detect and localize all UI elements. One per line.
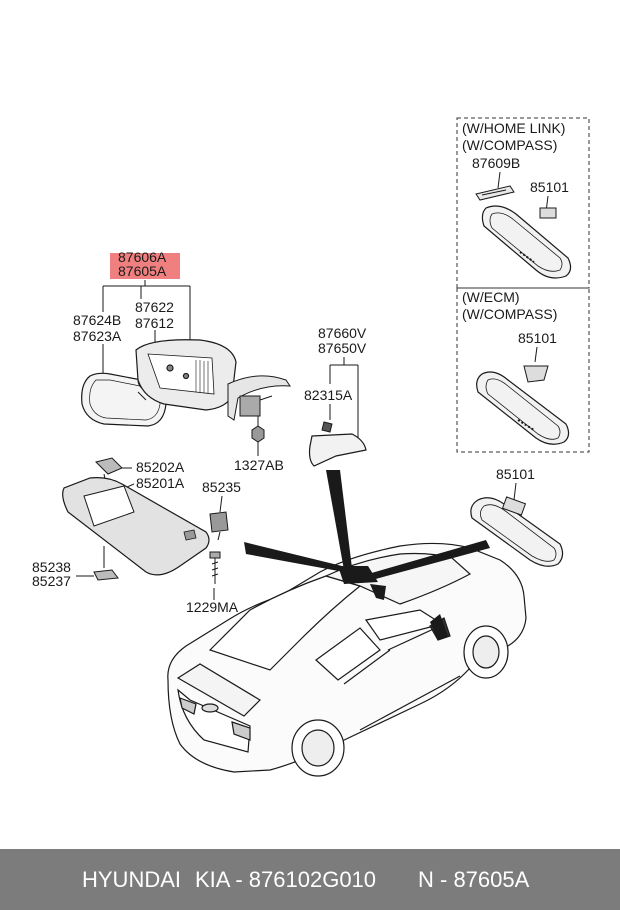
visor-holder-part bbox=[93, 569, 119, 581]
callout-85101-plain: 85101 bbox=[496, 466, 535, 482]
callout-1327AB: 1327AB bbox=[234, 457, 284, 473]
callout-85238: 85238 bbox=[32, 559, 71, 575]
visor-clip-part bbox=[209, 511, 229, 541]
callout-87622: 87622 bbox=[135, 299, 174, 315]
highlight-87605A bbox=[110, 253, 180, 279]
sun-visor-part bbox=[62, 477, 210, 576]
callout-85235: 85235 bbox=[202, 479, 241, 495]
callout-85201A: 85201A bbox=[136, 475, 185, 491]
inside-mirror-plain-group: 85101 bbox=[470, 466, 564, 567]
callout-87660V: 87660V bbox=[318, 325, 367, 341]
callout-85101-ecm: 85101 bbox=[518, 330, 557, 346]
callout-87623A: 87623A bbox=[73, 328, 122, 344]
option-box-1-line-1: (W/HOME LINK) bbox=[462, 120, 565, 136]
callout-87609B: 87609B bbox=[472, 155, 520, 171]
callout-1229MA: 1229MA bbox=[186, 599, 239, 615]
sun-visor-group: 85202A 85201A 85235 1229MA 85238 852 bbox=[32, 457, 241, 615]
mirror-base-part bbox=[227, 375, 291, 421]
callout-87605A: 87605A bbox=[118, 263, 167, 279]
footer-brand: HYUNDAI bbox=[82, 867, 182, 892]
option-box-ecm: (W/ECM) (W/COMPASS) 85101 bbox=[456, 287, 590, 453]
screw-part bbox=[209, 551, 221, 584]
callout-85101-homelink: 85101 bbox=[530, 179, 569, 195]
option-box-2-line-2: (W/COMPASS) bbox=[462, 306, 557, 322]
callout-87650V: 87650V bbox=[318, 340, 367, 356]
callout-87624B: 87624B bbox=[73, 312, 121, 328]
car-illustration bbox=[167, 542, 527, 777]
homelink-module-part bbox=[475, 185, 515, 201]
footer-reference: N - 87605A bbox=[418, 867, 530, 892]
cover-group: 87660V 87650V 82315A bbox=[304, 325, 367, 467]
leader-wedges bbox=[244, 470, 490, 640]
option-box-home-link: (W/HOME LINK) (W/COMPASS) 87609B 85101 bbox=[456, 117, 590, 289]
callout-87606A: 87606A bbox=[118, 249, 167, 265]
footer-bar: HYUNDAI KIA - 876102G010 N - 87605A bbox=[0, 849, 620, 910]
inside-mirror-plain-part bbox=[470, 496, 564, 567]
screw-cover-part bbox=[321, 421, 333, 433]
nut-part bbox=[251, 416, 265, 443]
inside-mirror-homelink-part bbox=[481, 205, 572, 279]
callout-82315A: 82315A bbox=[304, 387, 353, 403]
callout-85237: 85237 bbox=[32, 573, 71, 589]
cover-part bbox=[308, 433, 367, 467]
option-box-1-line-2: (W/COMPASS) bbox=[462, 137, 557, 153]
option-box-2-line-1: (W/ECM) bbox=[462, 289, 520, 305]
outside-mirror-group: 87606A 87605A 87622 87612 87624B 87623A bbox=[73, 249, 291, 473]
inside-mirror-ecm-part bbox=[476, 365, 570, 445]
footer-part-number: KIA - 876102G010 bbox=[195, 867, 377, 892]
callout-85202A: 85202A bbox=[136, 459, 185, 475]
callout-87612: 87612 bbox=[135, 315, 174, 331]
